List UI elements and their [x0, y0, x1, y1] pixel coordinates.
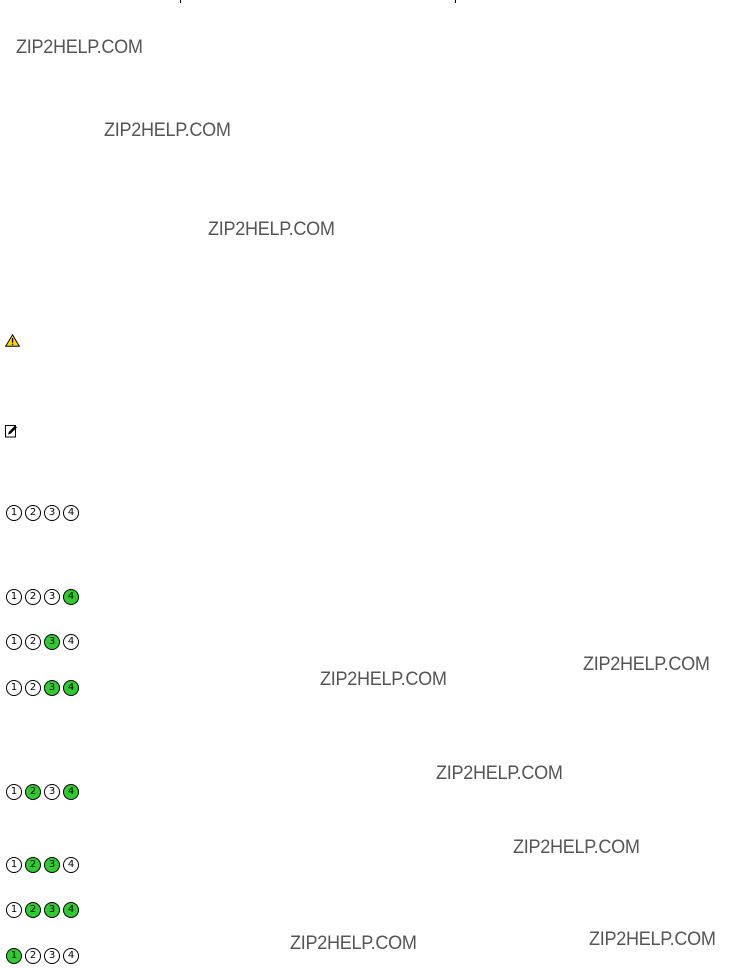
watermark-1: ZIP2HELP.COM [16, 37, 143, 58]
diagnostic-light-4: 4 [63, 505, 79, 521]
diagnostic-light-1: 1 [6, 784, 22, 800]
diagnostic-light-1: 1 [6, 589, 22, 605]
top-rule-tick-right [455, 0, 456, 3]
diagnostic-light-4: 4 [63, 902, 79, 918]
diagnostic-light-3: 3 [44, 948, 60, 964]
diagnostic-light-1: 1 [6, 902, 22, 918]
diagnostic-light-4: 4 [63, 589, 79, 605]
diagnostic-light-2: 2 [25, 634, 41, 650]
diagnostic-light-4: 4 [63, 857, 79, 873]
diagnostic-light-3: 3 [44, 902, 60, 918]
watermark-6: ZIP2HELP.COM [436, 763, 563, 784]
diagnostic-light-3: 3 [44, 680, 60, 696]
diagnostic-light-3: 3 [44, 784, 60, 800]
diagnostic-light-4: 4 [63, 634, 79, 650]
note-pencil-icon [5, 424, 18, 443]
watermark-8: ZIP2HELP.COM [589, 929, 716, 950]
diagnostic-light-2: 2 [25, 589, 41, 605]
diagnostic-light-1: 1 [6, 948, 22, 964]
diagnostic-light-3: 3 [44, 857, 60, 873]
diagnostic-light-1: 1 [6, 857, 22, 873]
diagnostic-light-4: 4 [63, 948, 79, 964]
diagnostic-light-4: 4 [63, 680, 79, 696]
watermark-4: ZIP2HELP.COM [583, 654, 710, 675]
diagnostic-light-2: 2 [25, 857, 41, 873]
diagnostic-light-2: 2 [25, 902, 41, 918]
diagnostic-light-3: 3 [44, 634, 60, 650]
diagnostic-light-3: 3 [44, 589, 60, 605]
watermark-9: ZIP2HELP.COM [290, 933, 417, 954]
top-rule-tick-left [180, 0, 181, 3]
diagnostic-light-4: 4 [63, 784, 79, 800]
watermark-5: ZIP2HELP.COM [320, 669, 447, 690]
watermark-7: ZIP2HELP.COM [513, 837, 640, 858]
diagnostic-light-2: 2 [25, 505, 41, 521]
diagnostic-light-2: 2 [25, 784, 41, 800]
watermark-3: ZIP2HELP.COM [208, 219, 335, 240]
diagnostic-light-1: 1 [6, 680, 22, 696]
diagnostic-light-3: 3 [44, 505, 60, 521]
diagnostic-light-2: 2 [25, 680, 41, 696]
diagnostic-light-1: 1 [6, 505, 22, 521]
diagnostic-light-1: 1 [6, 634, 22, 650]
caution-triangle-icon [4, 333, 21, 352]
diagnostic-light-2: 2 [25, 948, 41, 964]
watermark-2: ZIP2HELP.COM [104, 120, 231, 141]
